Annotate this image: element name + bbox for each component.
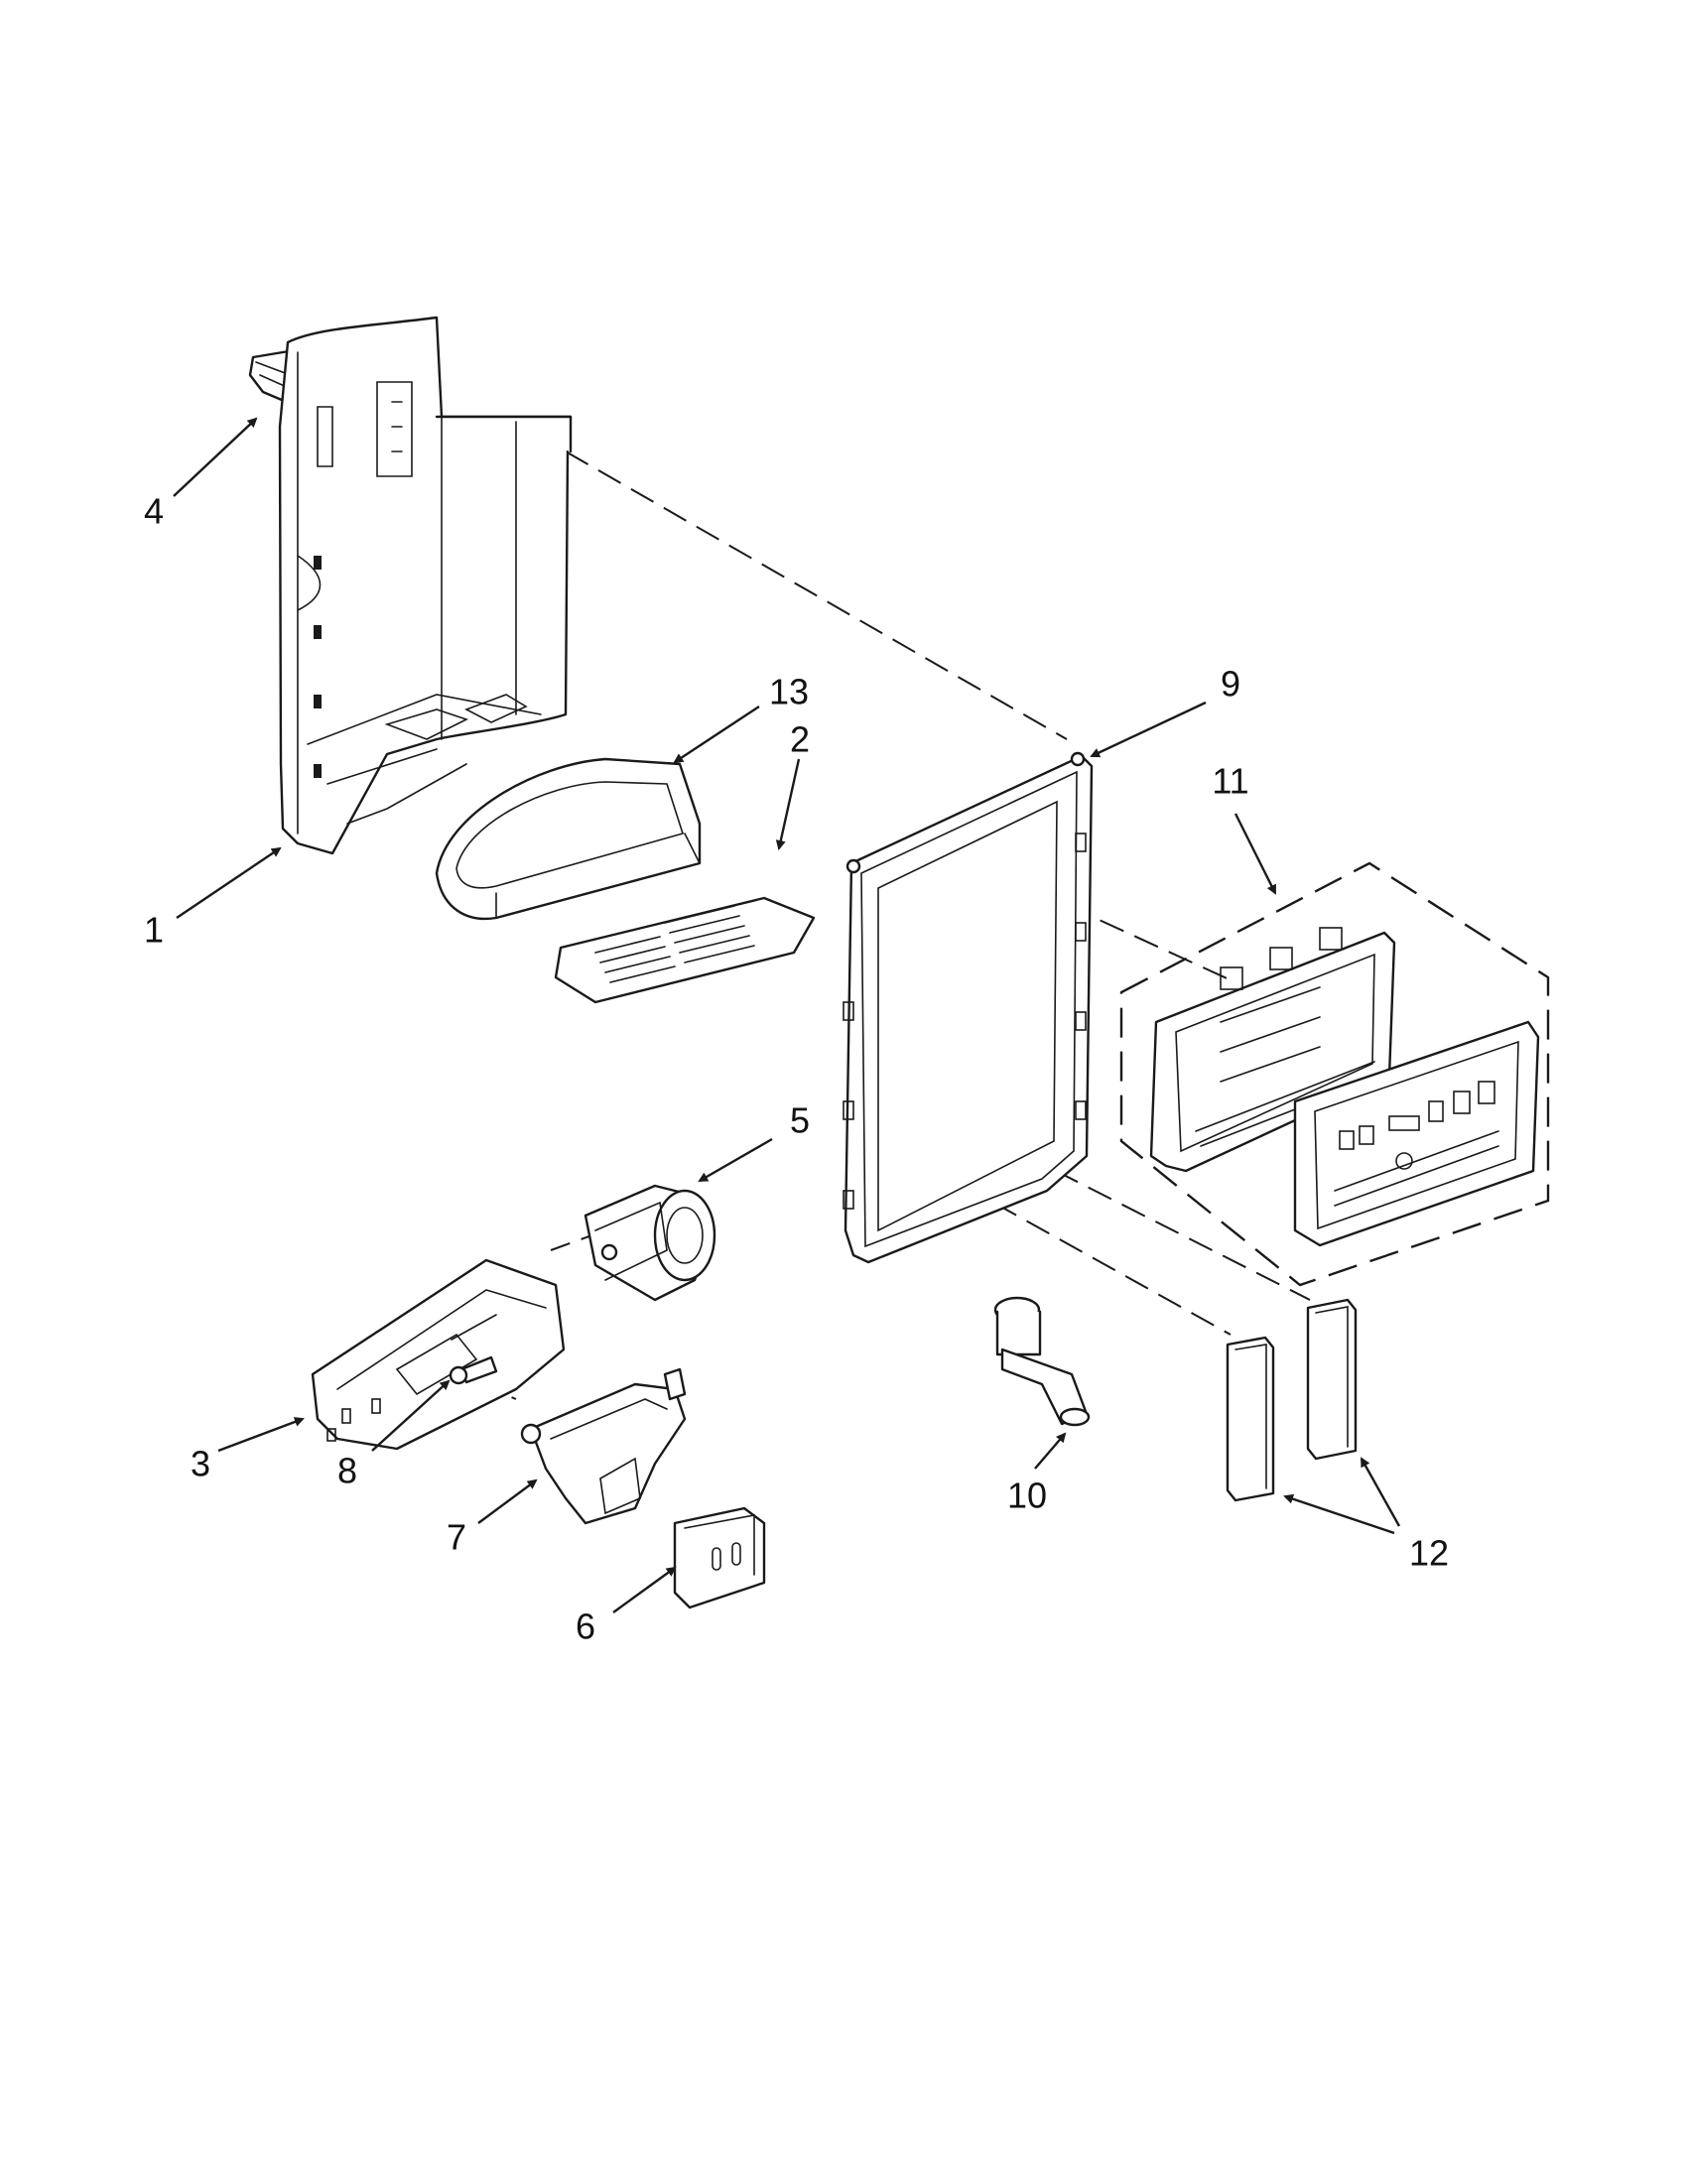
leader-9	[1090, 701, 1207, 758]
part-7-actuator	[520, 1367, 687, 1525]
leader-4	[173, 417, 258, 497]
part-13-tray	[435, 757, 702, 921]
leader-12a	[1283, 1493, 1395, 1535]
callout-7: 7	[447, 1517, 466, 1558]
part-10-fitting	[993, 1296, 1091, 1427]
part-3-bracket	[311, 1258, 566, 1451]
leader-3	[217, 1417, 305, 1453]
callout-8: 8	[337, 1451, 357, 1491]
leader-10	[1034, 1432, 1067, 1470]
part-8-screw	[449, 1355, 498, 1385]
leader-7	[477, 1478, 538, 1524]
callout-11: 11	[1212, 761, 1248, 802]
callout-9: 9	[1221, 664, 1240, 705]
part-12-pads	[1226, 1298, 1358, 1502]
leader-5	[698, 1137, 773, 1183]
callout-4: 4	[144, 491, 164, 532]
part-9-frame	[843, 751, 1094, 1264]
callout-labels: 1 2 3 4 5 6 7 8 9 10 11 12 13	[144, 491, 1449, 1647]
part-5-motor	[584, 1184, 716, 1302]
callout-12: 12	[1409, 1533, 1449, 1574]
callout-3: 3	[191, 1444, 210, 1484]
leader-11	[1234, 813, 1277, 895]
callout-13: 13	[769, 672, 809, 712]
leader-1	[176, 846, 282, 919]
leader-arrows	[173, 417, 1401, 1613]
callout-2: 2	[790, 719, 810, 760]
part-6-pad	[673, 1506, 766, 1609]
callout-10: 10	[1007, 1476, 1047, 1516]
callout-5: 5	[790, 1100, 810, 1141]
leader-12b	[1360, 1457, 1401, 1527]
callout-6: 6	[576, 1606, 595, 1647]
part-11-control-assembly	[1119, 861, 1550, 1287]
part-1-housing	[278, 316, 573, 855]
part-2-grille	[554, 896, 816, 1004]
leader-2	[775, 758, 801, 850]
leader-8	[371, 1379, 451, 1452]
callout-1: 1	[144, 910, 164, 951]
leader-6	[612, 1566, 677, 1613]
leader-13	[673, 705, 760, 764]
